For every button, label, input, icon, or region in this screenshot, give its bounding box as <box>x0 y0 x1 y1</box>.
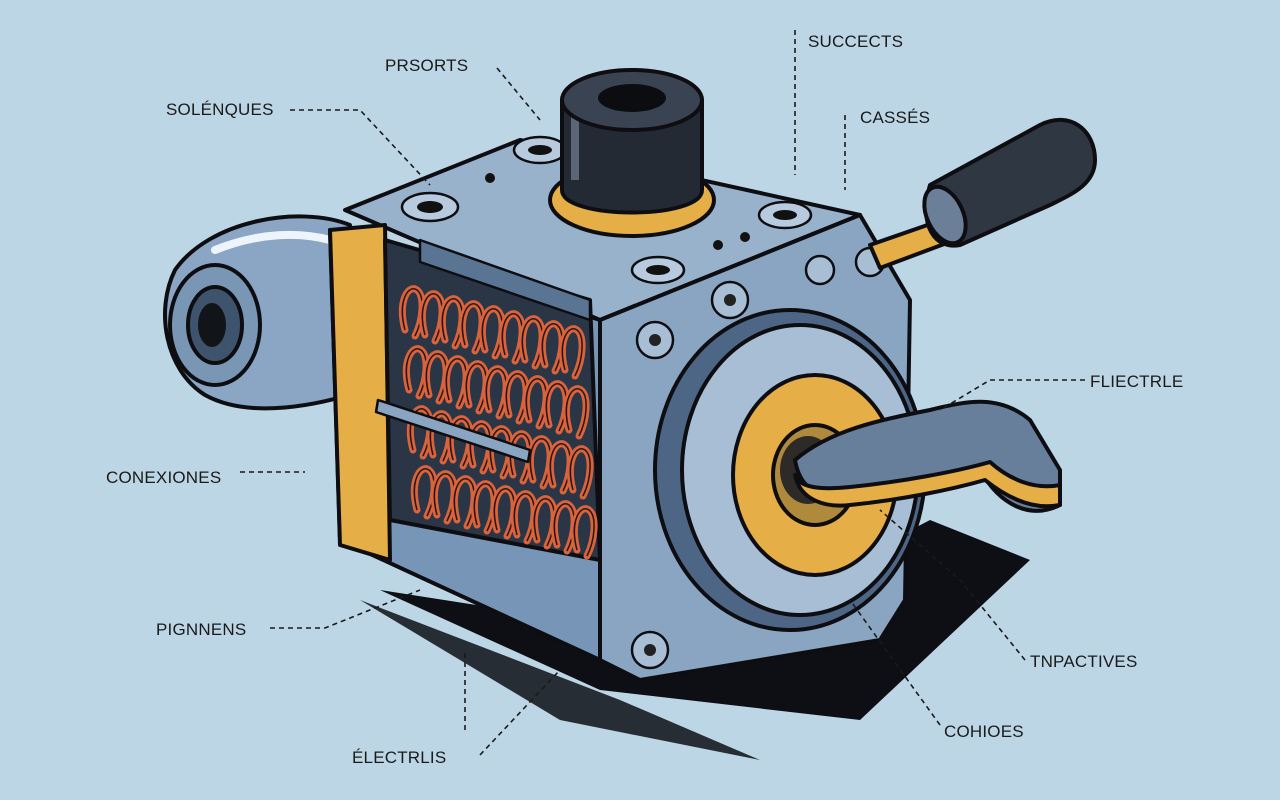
label-tnpactives: TNPACTIVES <box>1030 652 1138 671</box>
leader-lines <box>240 30 1085 756</box>
coil-loop-outline <box>561 328 583 377</box>
label-solenques: SOLÉNQUES <box>166 100 274 119</box>
top-cylinder <box>548 68 716 238</box>
label-succects: SUCCECTS <box>808 32 904 51</box>
coil-loop-outline <box>573 508 595 557</box>
label-electrlis: ÉLECTRLIS <box>352 748 447 767</box>
coil-loop-outline <box>569 448 591 497</box>
front-face <box>598 213 927 682</box>
label-prsorts: PRSORTS <box>385 56 469 75</box>
left-end-cap <box>163 214 367 411</box>
control-lever <box>868 118 1097 270</box>
label-colhoes: COHIOES <box>944 722 1024 741</box>
coil-loop-outline <box>565 388 587 437</box>
label-casses: CASSÉS <box>860 108 931 127</box>
label-fliectrle: FLIECTRLE <box>1090 372 1184 391</box>
label-conexiones: CONEXIONES <box>106 468 222 487</box>
label-pignnens: PIGNNENS <box>156 620 247 639</box>
coil-windings <box>374 238 602 562</box>
crank-handle <box>793 399 1062 513</box>
